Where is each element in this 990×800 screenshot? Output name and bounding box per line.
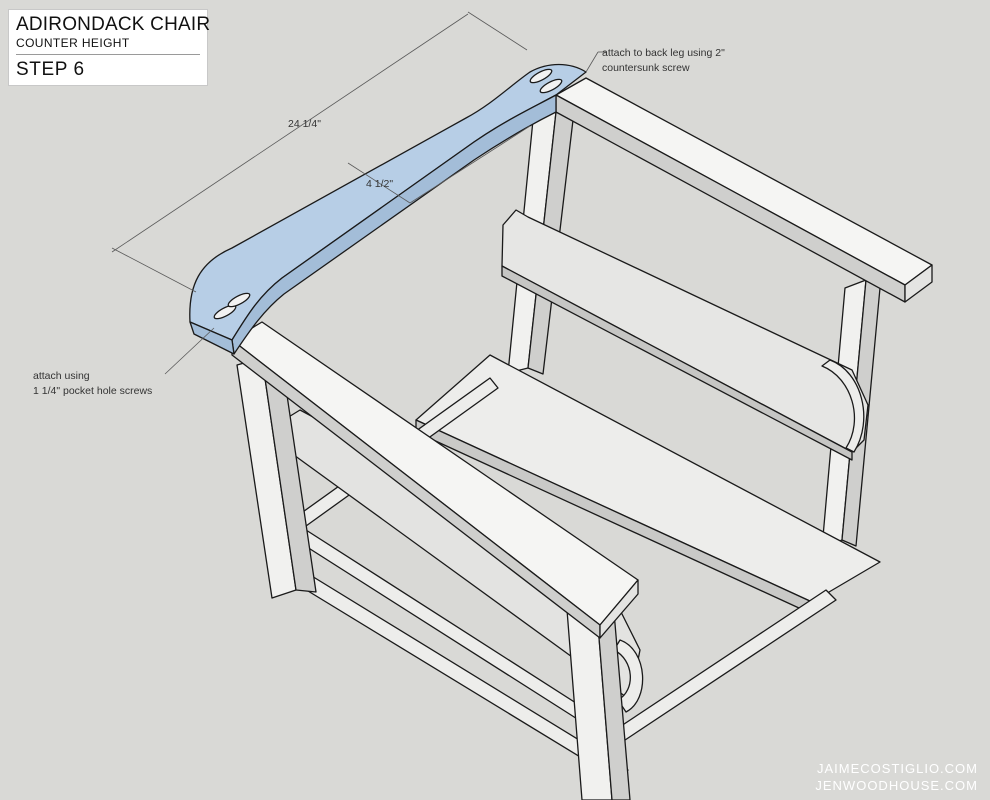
- front-leg-left: [236, 357, 317, 599]
- title-card: ADIRONDACK CHAIR COUNTER HEIGHT STEP 6: [8, 9, 211, 86]
- credit-line2: JENWOODHOUSE.COM: [815, 778, 978, 793]
- pocket-hole-note: attach using 1 1/4" pocket hole screws: [33, 369, 152, 399]
- armrest-far: [555, 77, 933, 303]
- pocket-hole-note-line1: attach using: [33, 370, 90, 382]
- screw-hole-icon: [529, 68, 553, 84]
- diagram-subtitle: COUNTER HEIGHT: [16, 36, 130, 50]
- back-leg-note-line1: attach to back leg using 2": [602, 47, 725, 59]
- pocket-hole-note-line2: 1 1/4" pocket hole screws: [33, 385, 153, 397]
- screw-hole-icon: [227, 292, 251, 308]
- length-dimension: 24 1/4": [288, 118, 321, 130]
- curved-back-piece: [189, 63, 587, 355]
- screw-hole-icon: [539, 78, 563, 94]
- diagram-title: ADIRONDACK CHAIR: [16, 14, 211, 35]
- back-leg-note-line2: countersunk screw: [602, 62, 690, 74]
- credits: JAIMECOSTIGLIO.COM JENWOODHOUSE.COM: [815, 760, 978, 794]
- credit-line1: JAIMECOSTIGLIO.COM: [816, 761, 978, 776]
- back-slat-upper: [501, 209, 869, 461]
- step-label: STEP 6: [16, 59, 85, 80]
- dimension-lines: [111, 11, 606, 375]
- title-divider: [16, 54, 200, 55]
- width-dimension: 4 1/2": [366, 178, 394, 190]
- armrest-near: [231, 321, 639, 639]
- back-leg-note: attach to back leg using 2" countersunk …: [602, 46, 725, 76]
